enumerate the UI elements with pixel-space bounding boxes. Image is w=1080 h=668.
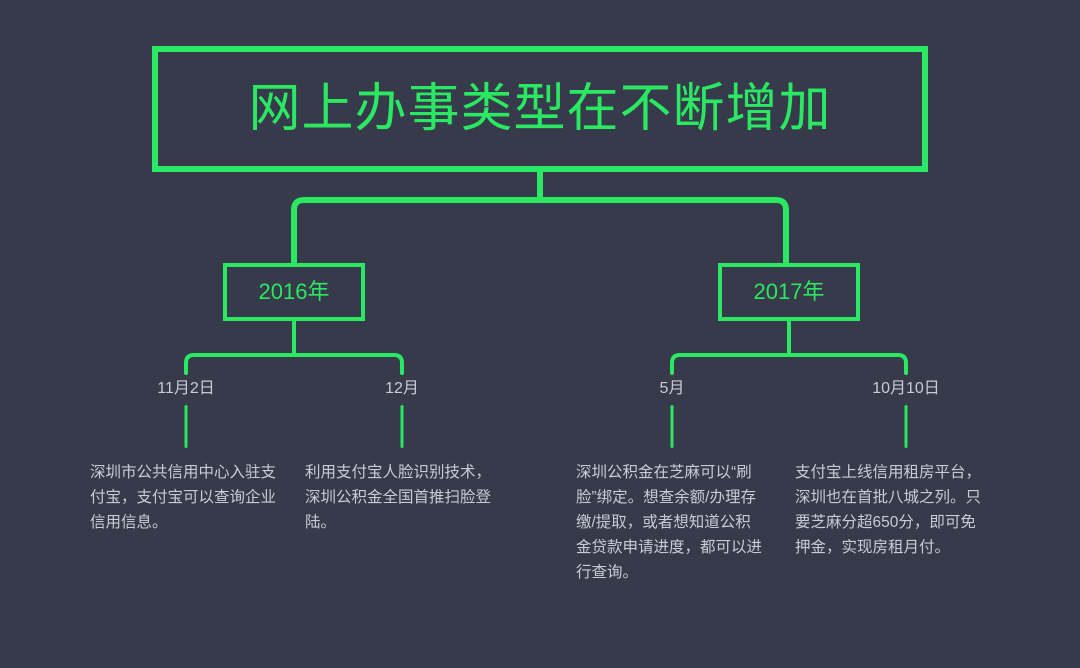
date-label-1: 11月2日 — [157, 380, 215, 397]
tick-marker-1 — [184, 405, 188, 448]
detail-text-1: 深圳市公共信用中心入驻支付宝，支付宝可以查询企业信用信息。 — [90, 464, 277, 532]
level1-bracket — [291, 197, 789, 263]
year-box-2017: 2017年 — [718, 263, 860, 321]
title-box: 网上办事类型在不断增加 — [152, 46, 928, 172]
date-label-3: 5月 — [659, 380, 685, 397]
year-label: 2016年 — [258, 279, 330, 304]
year-2016-bracket — [184, 353, 404, 375]
date-label-2: 12月 — [385, 380, 419, 397]
detail-text-2: 利用支付宝人脸识别技术，深圳公积金全国首推扫脸登陆。 — [305, 464, 492, 532]
detail-text-3: 深圳公积金在芝麻可以“刷脸”绑定。想查余额/办理存缴/提取，或者想知道公积金贷款… — [576, 464, 763, 582]
tick-marker-3 — [670, 405, 674, 448]
year-label: 2017年 — [753, 279, 825, 304]
detail-text-4: 支付宝上线信用租房平台，深圳也在首批八城之列。只要芝麻分超650分，即可免押金，… — [795, 464, 982, 557]
year-2017-bracket — [670, 353, 908, 375]
tick-marker-2 — [400, 405, 404, 448]
date-label-4: 10月10日 — [872, 380, 940, 397]
year-box-2016: 2016年 — [223, 263, 365, 321]
page-title: 网上办事类型在不断增加 — [248, 80, 832, 138]
tick-marker-4 — [904, 405, 908, 448]
